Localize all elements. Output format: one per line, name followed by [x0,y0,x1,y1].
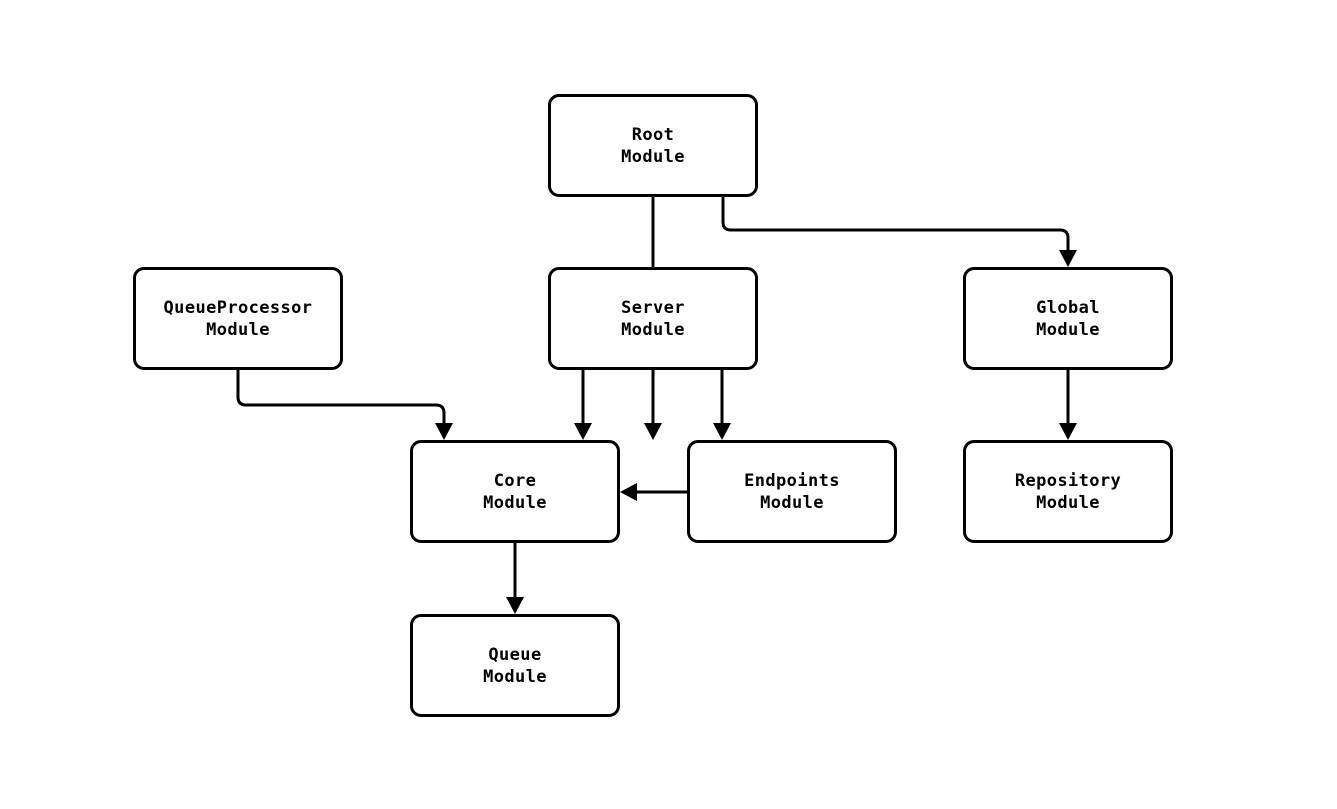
edge-line [236,370,446,424]
arrowhead-icon [435,423,453,440]
edge-queueprocessor-to-core [236,370,453,440]
node-label-secondary: Module [621,146,685,167]
edge-global-to-repository [1059,370,1077,440]
arrowhead-icon [574,423,592,440]
edge-line [721,197,1070,251]
node-label-secondary: Module [1036,492,1100,513]
node-label-primary: Core [493,470,537,491]
node-label-primary: QueueProcessor [163,297,313,318]
edge-core-to-queue [506,543,524,614]
node-label-primary: Global [1036,297,1100,318]
node-label-secondary: Module [760,492,824,513]
arrowhead-icon [620,483,637,501]
node-label-primary: Endpoints [744,470,840,491]
arrowhead-icon [1059,250,1077,267]
node-label-secondary: Module [1036,319,1100,340]
edge-server-to-core [574,370,592,440]
edge-endpoints-to-core [620,483,687,501]
node-label-secondary: Module [621,319,685,340]
arrowhead-icon [713,423,731,440]
node-label-primary: Repository [1014,470,1122,491]
node-label-secondary: Module [483,666,547,687]
edge-root-to-global [721,197,1077,267]
node-label-primary: Queue [488,644,542,665]
node-label-primary: Server [621,297,685,318]
arrowhead-icon [506,597,524,614]
node-label-secondary: Module [206,319,270,340]
node-label-secondary: Module [483,492,547,513]
node-label-primary: Root [631,124,675,145]
arrowhead-icon [644,423,662,440]
arrowhead-icon [1059,423,1077,440]
edge-server-to-endpoints [713,370,731,440]
